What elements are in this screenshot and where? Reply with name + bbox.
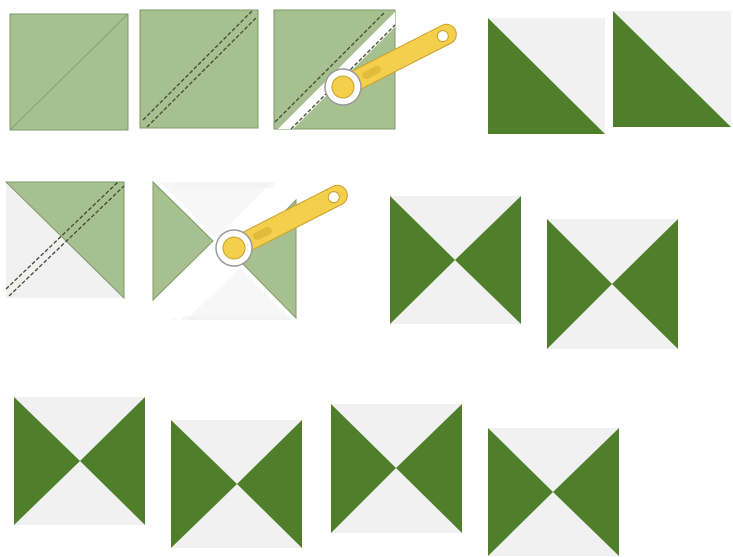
hourglass-block: [331, 404, 462, 533]
hourglass-block: [390, 196, 521, 324]
pair-square: [10, 14, 128, 130]
sewn-unit: [6, 182, 124, 298]
hourglass-block: [171, 420, 302, 548]
half-square-triangle: [613, 11, 731, 127]
hourglass-block: [547, 219, 678, 349]
hourglass-block: [14, 397, 145, 525]
hourglass-block: [488, 428, 619, 556]
marked-square: [140, 10, 258, 128]
half-square-triangle: [488, 18, 605, 134]
